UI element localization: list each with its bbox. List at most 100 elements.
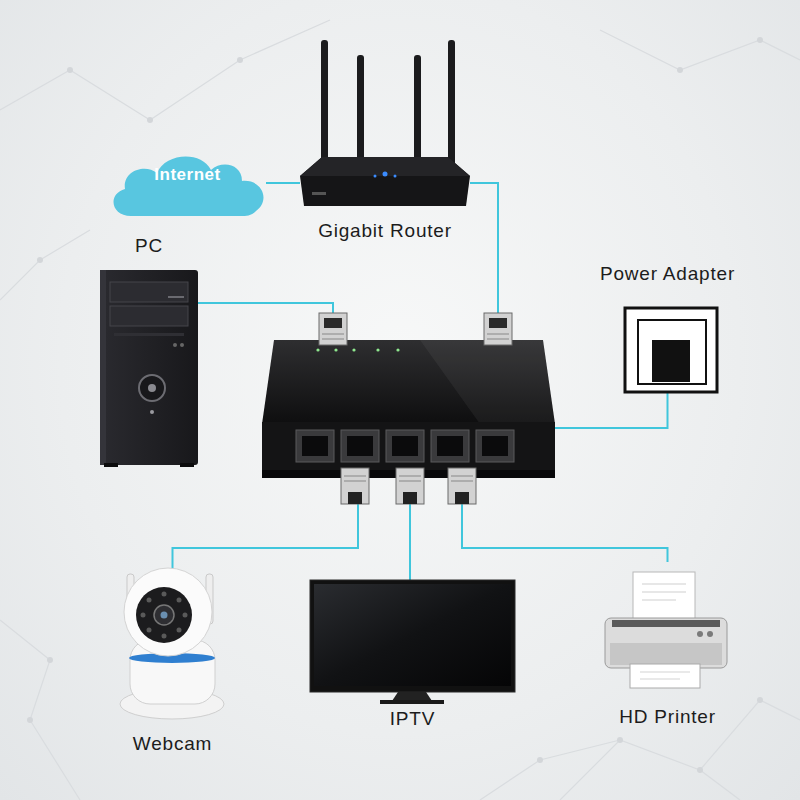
router-icon-part bbox=[394, 175, 397, 178]
webcam-icon-part bbox=[177, 598, 182, 603]
network-cable bbox=[266, 182, 300, 184]
network-switch-part bbox=[482, 436, 508, 456]
router-icon-part bbox=[321, 40, 328, 170]
network-cable bbox=[555, 393, 668, 428]
faint-network-lines-part bbox=[560, 700, 800, 800]
pc-tower-icon-part bbox=[173, 343, 177, 347]
device-label: IPTV bbox=[390, 708, 435, 730]
network-switch-part bbox=[334, 348, 337, 351]
router-icon-part bbox=[374, 175, 377, 178]
pc-tower-icon-part bbox=[168, 296, 184, 298]
rj45-plugs-part bbox=[344, 476, 366, 477]
network-switch-part bbox=[420, 340, 555, 424]
faint-network-dots-part bbox=[757, 37, 763, 43]
printer-icon-part bbox=[642, 592, 686, 593]
router-icon-part bbox=[300, 157, 470, 176]
pc-tower-icon-part bbox=[104, 463, 118, 467]
network-switch-part bbox=[476, 430, 514, 462]
network-cable bbox=[462, 478, 668, 562]
printer-icon-part bbox=[610, 643, 722, 665]
power-adapter-icon-part bbox=[638, 320, 706, 384]
faint-network-lines-part bbox=[0, 230, 90, 300]
router-node: Gigabit Router bbox=[300, 30, 470, 242]
printer-icon-part bbox=[630, 664, 700, 688]
network-cable bbox=[173, 478, 359, 575]
webcam-icon-part bbox=[162, 634, 167, 639]
pc-tower-icon-part bbox=[148, 384, 156, 392]
webcam-icon-part bbox=[136, 587, 192, 643]
webcam-icon-part bbox=[162, 592, 167, 597]
cloud-outline bbox=[114, 156, 264, 216]
network-switch-part bbox=[302, 436, 328, 456]
rj45-plugs-part bbox=[399, 476, 421, 477]
rj45-plugs-part bbox=[348, 492, 362, 504]
network-switch bbox=[262, 340, 555, 478]
rj45-plugs-part bbox=[451, 476, 473, 477]
tv-icon-part bbox=[310, 580, 515, 692]
rj45-plugs-part bbox=[319, 313, 347, 345]
faint-network-dots-part bbox=[697, 767, 703, 773]
rj45-plugs-part bbox=[341, 468, 369, 504]
network-switch-part bbox=[352, 348, 355, 351]
faint-network-lines-part bbox=[480, 740, 620, 800]
webcam-icon-part bbox=[183, 613, 188, 618]
rj45-plugs bbox=[319, 313, 512, 504]
pc-tower-icon-part bbox=[180, 463, 194, 467]
network-switch-part bbox=[347, 436, 373, 456]
faint-network-lines-part bbox=[0, 20, 330, 120]
tv-icon-part bbox=[380, 700, 444, 704]
rj45-plugs-part bbox=[324, 318, 342, 328]
device-label: Gigabit Router bbox=[318, 220, 452, 242]
network-switch-part bbox=[316, 348, 319, 351]
device-label: HD Printer bbox=[619, 706, 716, 728]
printer-node: HD Printer bbox=[595, 562, 740, 728]
rj45-plugs-part bbox=[455, 492, 469, 504]
printer-icon-part bbox=[697, 631, 703, 637]
network-switch-part bbox=[376, 348, 379, 351]
rj45-plugs-part bbox=[344, 481, 366, 482]
printer-icon-part bbox=[640, 672, 690, 673]
network-switch-part bbox=[392, 436, 418, 456]
router-icon-part bbox=[383, 172, 388, 177]
pc-tower-icon-part bbox=[100, 270, 198, 465]
power-adapter-node: Power Adapter bbox=[580, 263, 755, 393]
faint-network-dots-part bbox=[27, 717, 33, 723]
faint-network-dots-part bbox=[677, 67, 683, 73]
cloud-node: Internet bbox=[105, 148, 270, 218]
faint-network-lines bbox=[0, 20, 800, 800]
switch-node bbox=[262, 335, 555, 478]
printer-icon-part bbox=[633, 572, 695, 624]
power-adapter-icon-part bbox=[652, 340, 690, 382]
webcam-icon-part bbox=[147, 598, 152, 603]
webcam-icon-part bbox=[141, 613, 146, 618]
webcam-icon-part bbox=[161, 612, 168, 619]
printer-icon-part bbox=[612, 620, 720, 627]
faint-network-lines-part bbox=[600, 30, 800, 70]
faint-network-dots-part bbox=[757, 697, 763, 703]
webcam-icon-part bbox=[154, 605, 174, 625]
printer-icon-part bbox=[642, 584, 686, 585]
router-icon-part bbox=[448, 40, 455, 170]
rj45-plugs-part bbox=[403, 492, 417, 504]
faint-network-dots-part bbox=[67, 67, 73, 73]
printer-icon-part bbox=[605, 618, 727, 668]
rj45-plugs-part bbox=[484, 313, 512, 345]
network-cable bbox=[470, 183, 498, 335]
pc-tower-icon-part bbox=[139, 375, 165, 401]
network-cable bbox=[198, 303, 333, 335]
rj45-plugs-part bbox=[451, 481, 473, 482]
faint-network-dots-part bbox=[537, 757, 543, 763]
network-switch-part bbox=[437, 436, 463, 456]
router-icon-part bbox=[414, 55, 421, 165]
faint-network-lines-part bbox=[700, 770, 740, 800]
rj45-plugs-part bbox=[487, 339, 509, 340]
pc-tower-icon-part bbox=[110, 282, 188, 302]
printer-icon-part bbox=[707, 631, 713, 637]
printer-icon-part bbox=[640, 679, 680, 680]
faint-network-dots-part bbox=[617, 737, 623, 743]
pc-tower-icon bbox=[100, 270, 198, 467]
pc-tower-icon-part bbox=[180, 343, 184, 347]
router-icon-part bbox=[312, 192, 326, 195]
